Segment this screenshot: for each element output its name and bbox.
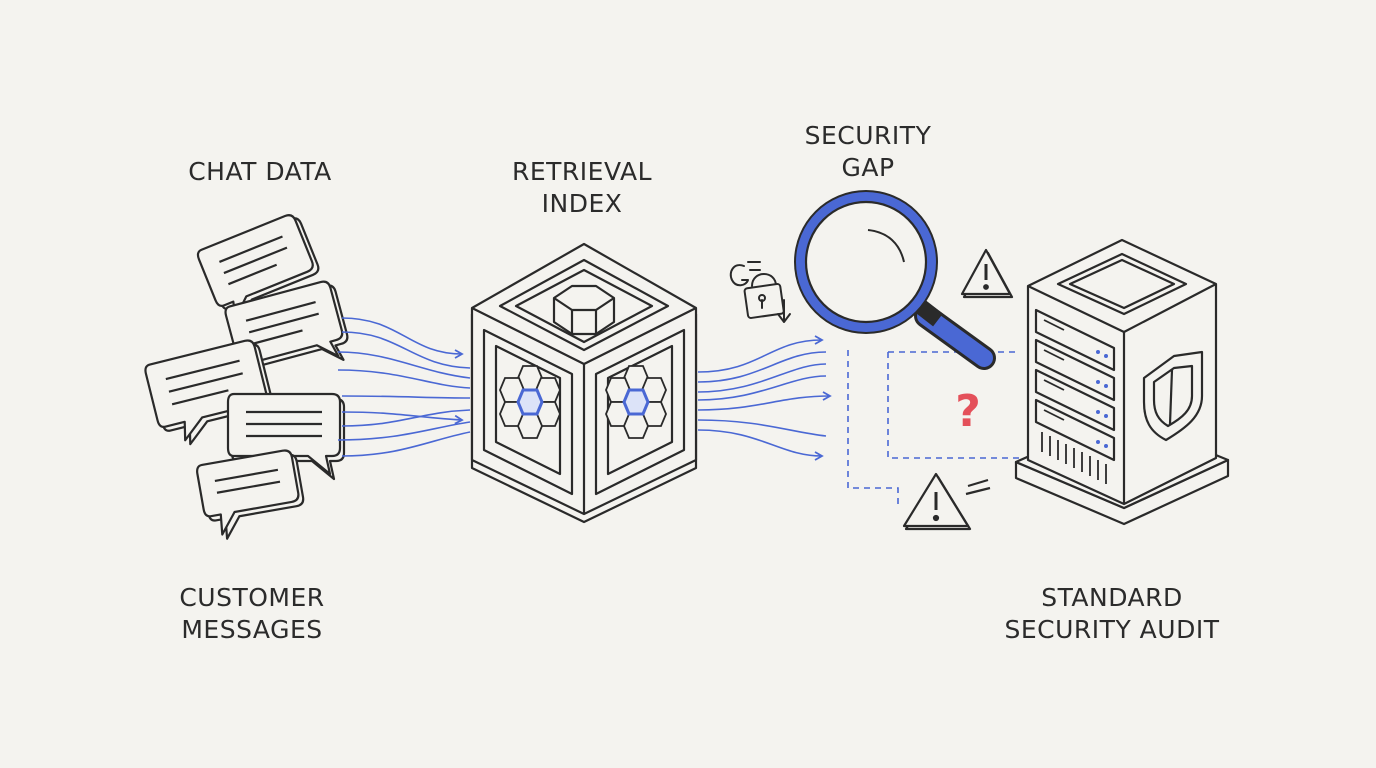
- hex-cluster-left: [499, 365, 561, 439]
- warning-icon: [960, 248, 1014, 299]
- chat-bubbles-icon: [144, 214, 349, 540]
- question-mark-icon: ?: [955, 386, 981, 437]
- flow-arrows-icon: [337, 317, 471, 457]
- server-tower-icon: [1014, 238, 1230, 526]
- flow-arrows-out: [697, 335, 832, 461]
- warning-icon-lower: [902, 472, 991, 531]
- dashed-gap-lines: [847, 350, 1020, 504]
- retrieval-index-label: RETRIEVAL INDEX: [511, 157, 652, 218]
- customer-messages-label: CUSTOMER MESSAGES: [179, 583, 325, 644]
- hex-cluster-right: [605, 365, 667, 439]
- magnifying-glass-icon: [794, 190, 996, 370]
- security-gap-label: SECURITY GAP: [804, 121, 932, 182]
- shield-icon: [1142, 350, 1204, 442]
- standard-security-audit-label: STANDARD SECURITY AUDIT: [1004, 583, 1220, 644]
- chat-data-label: CHAT DATA: [188, 157, 332, 186]
- lock-icon: [729, 261, 791, 323]
